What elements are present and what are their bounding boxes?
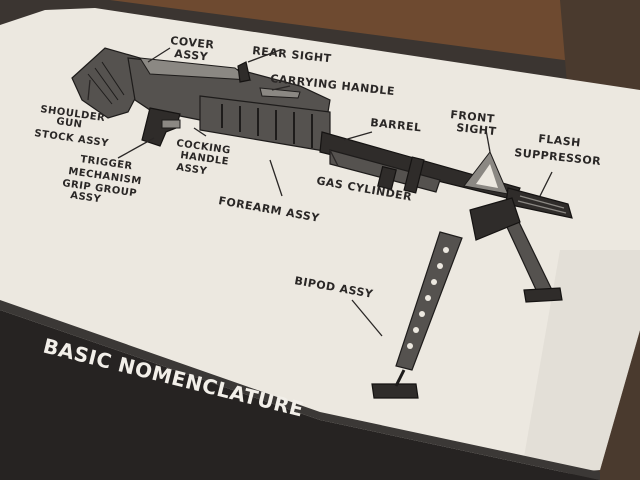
paper-shadow [520, 250, 640, 480]
svg-text:ASSY: ASSY [174, 47, 210, 64]
svg-text:ASSY: ASSY [176, 162, 208, 177]
handle-shape [259, 87, 301, 99]
bipod-foot-front [371, 383, 419, 399]
bipod-leg-front [395, 231, 463, 371]
machine-gun-drawing [71, 47, 573, 399]
rear-sight-shape [237, 61, 251, 83]
label-cocking-handle: COCKING HANDLE ASSY [176, 138, 232, 177]
grip-shape [141, 107, 181, 147]
svg-text:ASSY: ASSY [70, 190, 102, 205]
svg-text:FLASH: FLASH [538, 132, 582, 149]
binder-edge-top [0, 0, 640, 70]
bipod-hinge [469, 197, 521, 241]
label-front-sight: FRONT SIGHT [450, 108, 497, 138]
bipod-foot-rear [523, 287, 563, 303]
svg-text:FRONT: FRONT [450, 108, 496, 126]
label-barrel: BARREL [370, 116, 422, 134]
label-cover-assy: COVER ASSY [170, 34, 215, 64]
svg-text:COVER: COVER [170, 34, 215, 52]
title-band-edge [0, 300, 600, 480]
svg-text:GUN: GUN [56, 116, 83, 131]
leader-lines [87, 47, 553, 337]
svg-text:SIGHT: SIGHT [456, 121, 497, 138]
title-band [0, 310, 600, 480]
